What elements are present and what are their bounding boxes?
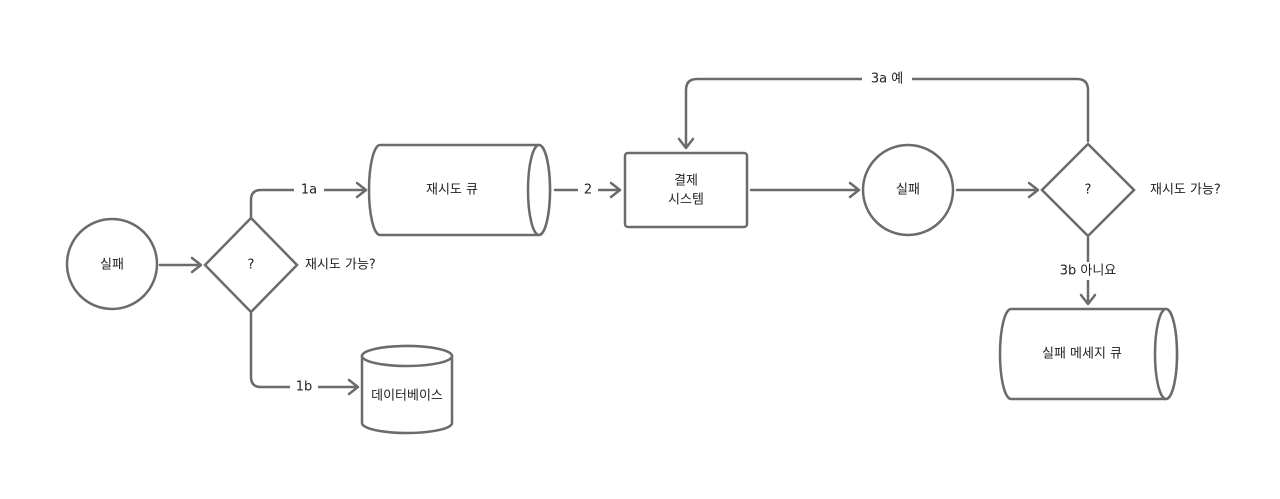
fail-node-1-label: 실패 xyxy=(100,258,124,273)
decision-node-2-label: ? xyxy=(1085,183,1092,198)
arrowhead-icon xyxy=(677,137,695,150)
arrowhead-icon xyxy=(190,256,203,274)
edge-label-2: 2 xyxy=(584,183,592,198)
retry-question-2: 재시도 가능? xyxy=(1150,183,1221,198)
edge-decision2-back-to-payment xyxy=(684,77,1090,148)
payment-system-label-1: 결제 xyxy=(674,174,698,189)
arrowhead-icon xyxy=(1079,293,1097,306)
decision-node-2 xyxy=(1040,142,1136,238)
retry-question-1: 재시도 가능? xyxy=(305,258,376,273)
fail-node-2 xyxy=(861,143,955,237)
payment-system-label-2: 시스템 xyxy=(668,193,704,208)
fail-node-1 xyxy=(65,217,159,311)
arrowhead-icon xyxy=(609,181,622,199)
arrowhead-icon xyxy=(1027,181,1040,199)
retry-queue-cap xyxy=(526,143,552,237)
decision-node-1-label: ? xyxy=(248,258,255,273)
edge-label-1a: 1a xyxy=(301,183,317,198)
edge-decision1-to-database xyxy=(249,311,359,389)
retry-queue-label: 재시도 큐 xyxy=(426,183,478,198)
database-label: 데이터베이스 xyxy=(371,389,443,404)
dead-letter-queue-label: 실패 메세지 큐 xyxy=(1042,347,1122,362)
decision-node-1 xyxy=(203,216,299,314)
arrowhead-icon xyxy=(347,378,360,396)
database-top xyxy=(360,344,454,368)
edge-label-3a: 3a 예 xyxy=(871,72,903,87)
arrowhead-icon xyxy=(848,181,861,199)
edge-decision1-to-retry-queue xyxy=(249,188,367,219)
arrowhead-icon xyxy=(355,181,368,199)
edge-label-1b: 1b xyxy=(296,380,313,395)
payment-system-node xyxy=(623,151,749,229)
dead-letter-queue-cap xyxy=(1153,307,1179,401)
edge-label-3b: 3b 아니요 xyxy=(1060,264,1117,279)
fail-node-2-label: 실패 xyxy=(896,183,920,198)
